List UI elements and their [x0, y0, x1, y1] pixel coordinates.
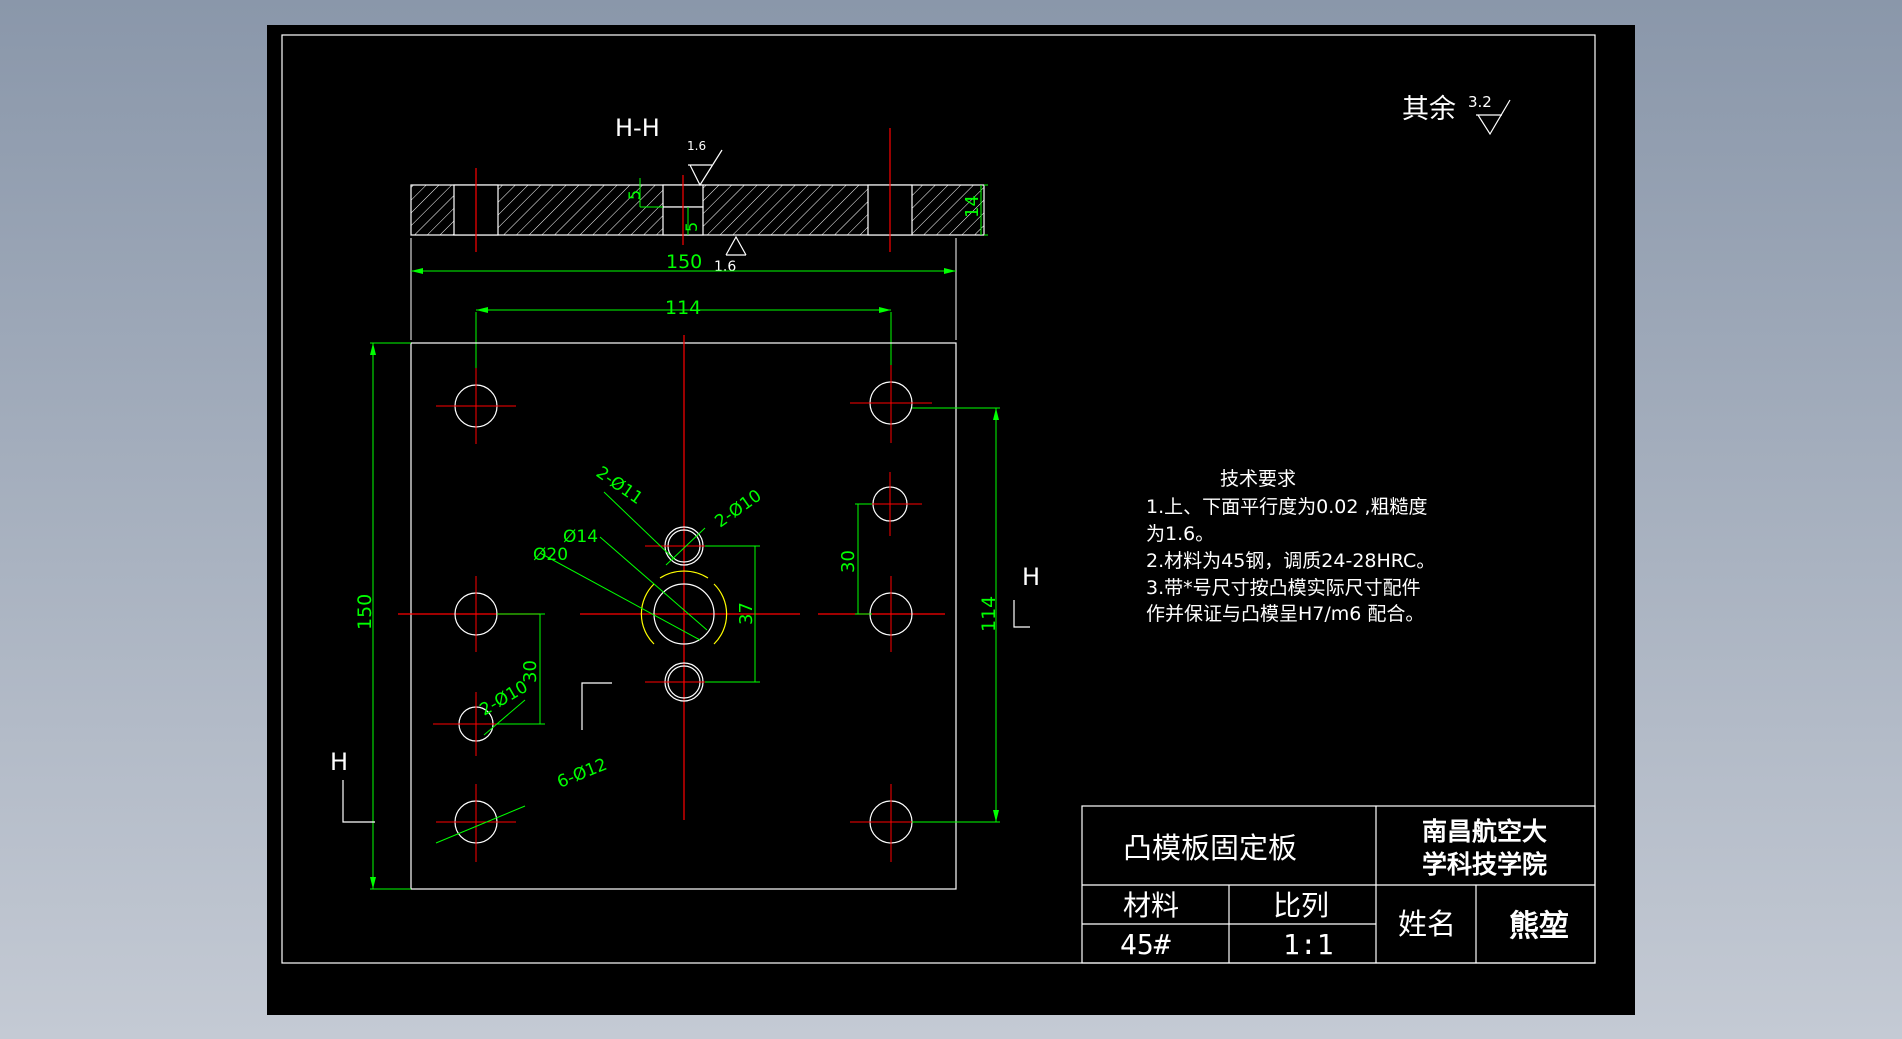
name-value: 熊堃	[1509, 909, 1569, 944]
dim-vertical-pitch	[912, 407, 1000, 823]
surface-finish-value: 3.2	[1468, 93, 1492, 111]
material-label: 材料	[1123, 889, 1179, 922]
roughness-top-symbol	[688, 149, 723, 187]
section-mark-right	[1013, 600, 1030, 628]
section-mark-right-label: H	[1022, 563, 1040, 591]
dim-30-right-text: 30	[838, 550, 859, 573]
dim-37	[705, 545, 760, 683]
tech-line-4: 3.带*号尺寸按凸模实际尺寸配件	[1146, 577, 1421, 599]
tech-line-2: 为1.6。	[1146, 523, 1214, 545]
dim-overall-width	[410, 238, 957, 340]
school-name-1: 南昌航空大	[1422, 817, 1547, 846]
material-value: 45#	[1120, 928, 1171, 961]
name-label: 姓名	[1398, 907, 1456, 941]
section-mark-left	[342, 780, 375, 823]
dim-pocket-depth	[639, 178, 689, 235]
tech-line-5: 作并保证与凸模呈H7/m6 配合。	[1146, 603, 1424, 625]
dim-vertical-pitch-text: 114	[978, 596, 1000, 632]
dim-depth-a-text: 5	[625, 190, 644, 200]
roughness-bottom-value: 1.6	[714, 259, 736, 275]
surface-finish-prefix: 其余	[1402, 94, 1456, 125]
dim-30-left	[497, 613, 545, 725]
tech-line-3: 2.材料为45钢，调质24-28HRC。	[1146, 550, 1435, 572]
roughness-top-value: 1.6	[687, 139, 706, 153]
title-block	[1081, 805, 1596, 964]
tech-requirements: 技术要求 1.上、下面平行度为0.02 ,粗糙度 为1.6。 2.材料为45钢，…	[1146, 468, 1435, 625]
dim-overall-width-text: 150	[666, 251, 702, 273]
hole-label-14: Ø14	[563, 527, 598, 547]
part-name: 凸模板固定板	[1123, 831, 1297, 865]
section-label: H-H	[615, 114, 660, 142]
dim-thickness	[980, 184, 988, 236]
dim-30-left-text: 30	[520, 660, 541, 683]
surface-finish-symbol	[1476, 99, 1511, 136]
dim-overall-height-text: 150	[354, 594, 376, 630]
dim-overall-height	[370, 342, 411, 890]
dim-thickness-text: 14	[962, 195, 983, 218]
leader-lines	[435, 491, 708, 844]
hole-label-20: Ø20	[533, 545, 568, 565]
center-holes	[640, 526, 728, 702]
roughness-bottom-symbol	[725, 235, 747, 256]
corner-mark	[581, 682, 612, 730]
scale-value: 1:1	[1283, 928, 1334, 961]
tech-line-1: 1.上、下面平行度为0.02 ,粗糙度	[1146, 496, 1428, 518]
dim-depth-b-text: 5	[682, 222, 701, 232]
tech-title: 技术要求	[1220, 468, 1296, 490]
dim-30-right	[855, 503, 872, 615]
school-name-2: 学科技学院	[1422, 850, 1547, 879]
drawing-border	[281, 34, 1596, 964]
dim-hole-pitch-text: 114	[665, 297, 701, 319]
scale-label: 比列	[1273, 889, 1329, 922]
section-mark-left-label: H	[330, 748, 348, 776]
section-view	[410, 128, 985, 252]
dim-37-text: 37	[736, 602, 757, 625]
